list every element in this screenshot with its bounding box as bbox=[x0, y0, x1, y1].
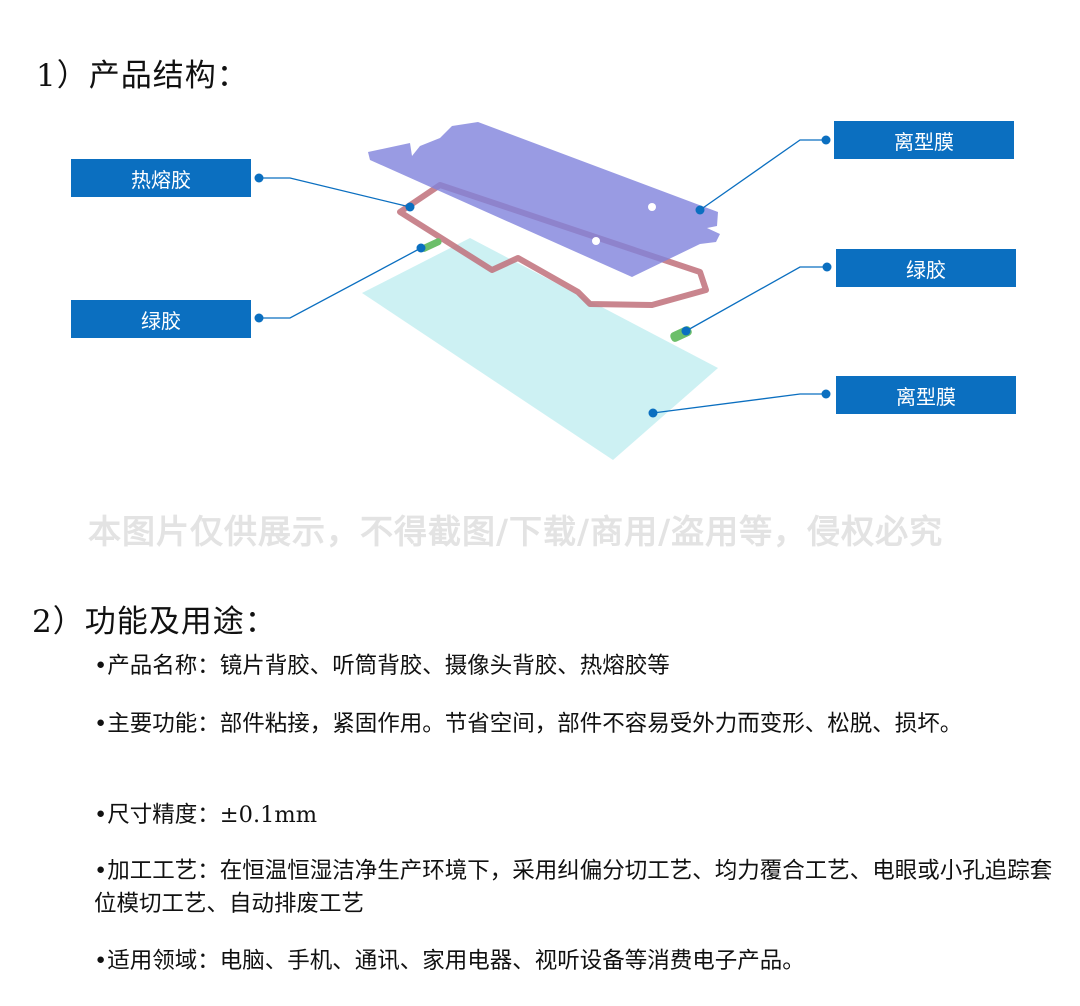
green-glue-left bbox=[420, 238, 442, 252]
label-release-film-bottom: 离型膜 bbox=[836, 376, 1016, 414]
item-applications: •适用领域：电脑、手机、通讯、家用电器、视听设备等消费电子产品。 bbox=[94, 948, 805, 974]
item-process: •加工工艺：在恒温恒湿洁净生产环境下，采用纠偏分切工艺、均力覆合工艺、电眼或小孔… bbox=[94, 858, 1053, 917]
product-structure-diagram bbox=[254, 122, 832, 460]
item-main-function: •主要功能：部件粘接，紧固作用。节省空间，部件不容易受外力而变形、松脱、损坏。 bbox=[94, 711, 963, 737]
section-title-structure: 1）产品结构： bbox=[36, 58, 249, 94]
label-hot-melt: 热熔胶 bbox=[71, 159, 251, 197]
top-release-film bbox=[368, 122, 720, 277]
section-title-function: 2）功能及用途： bbox=[32, 604, 277, 640]
label-green-glue-right: 绿胶 bbox=[836, 249, 1016, 287]
item-product-name: •产品名称：镜片背胶、听筒背胶、摄像头背胶、热熔胶等 bbox=[94, 653, 670, 679]
bottom-release-film bbox=[362, 238, 718, 460]
green-glue-right bbox=[670, 326, 692, 342]
watermark: 本图片仅供展示，不得截图/下载/商用/盗用等，侵权必究 bbox=[88, 512, 944, 551]
label-release-film-top: 离型膜 bbox=[834, 121, 1014, 159]
label-green-glue-left: 绿胶 bbox=[71, 300, 251, 338]
item-precision: •尺寸精度：±0.1mm bbox=[94, 802, 318, 828]
